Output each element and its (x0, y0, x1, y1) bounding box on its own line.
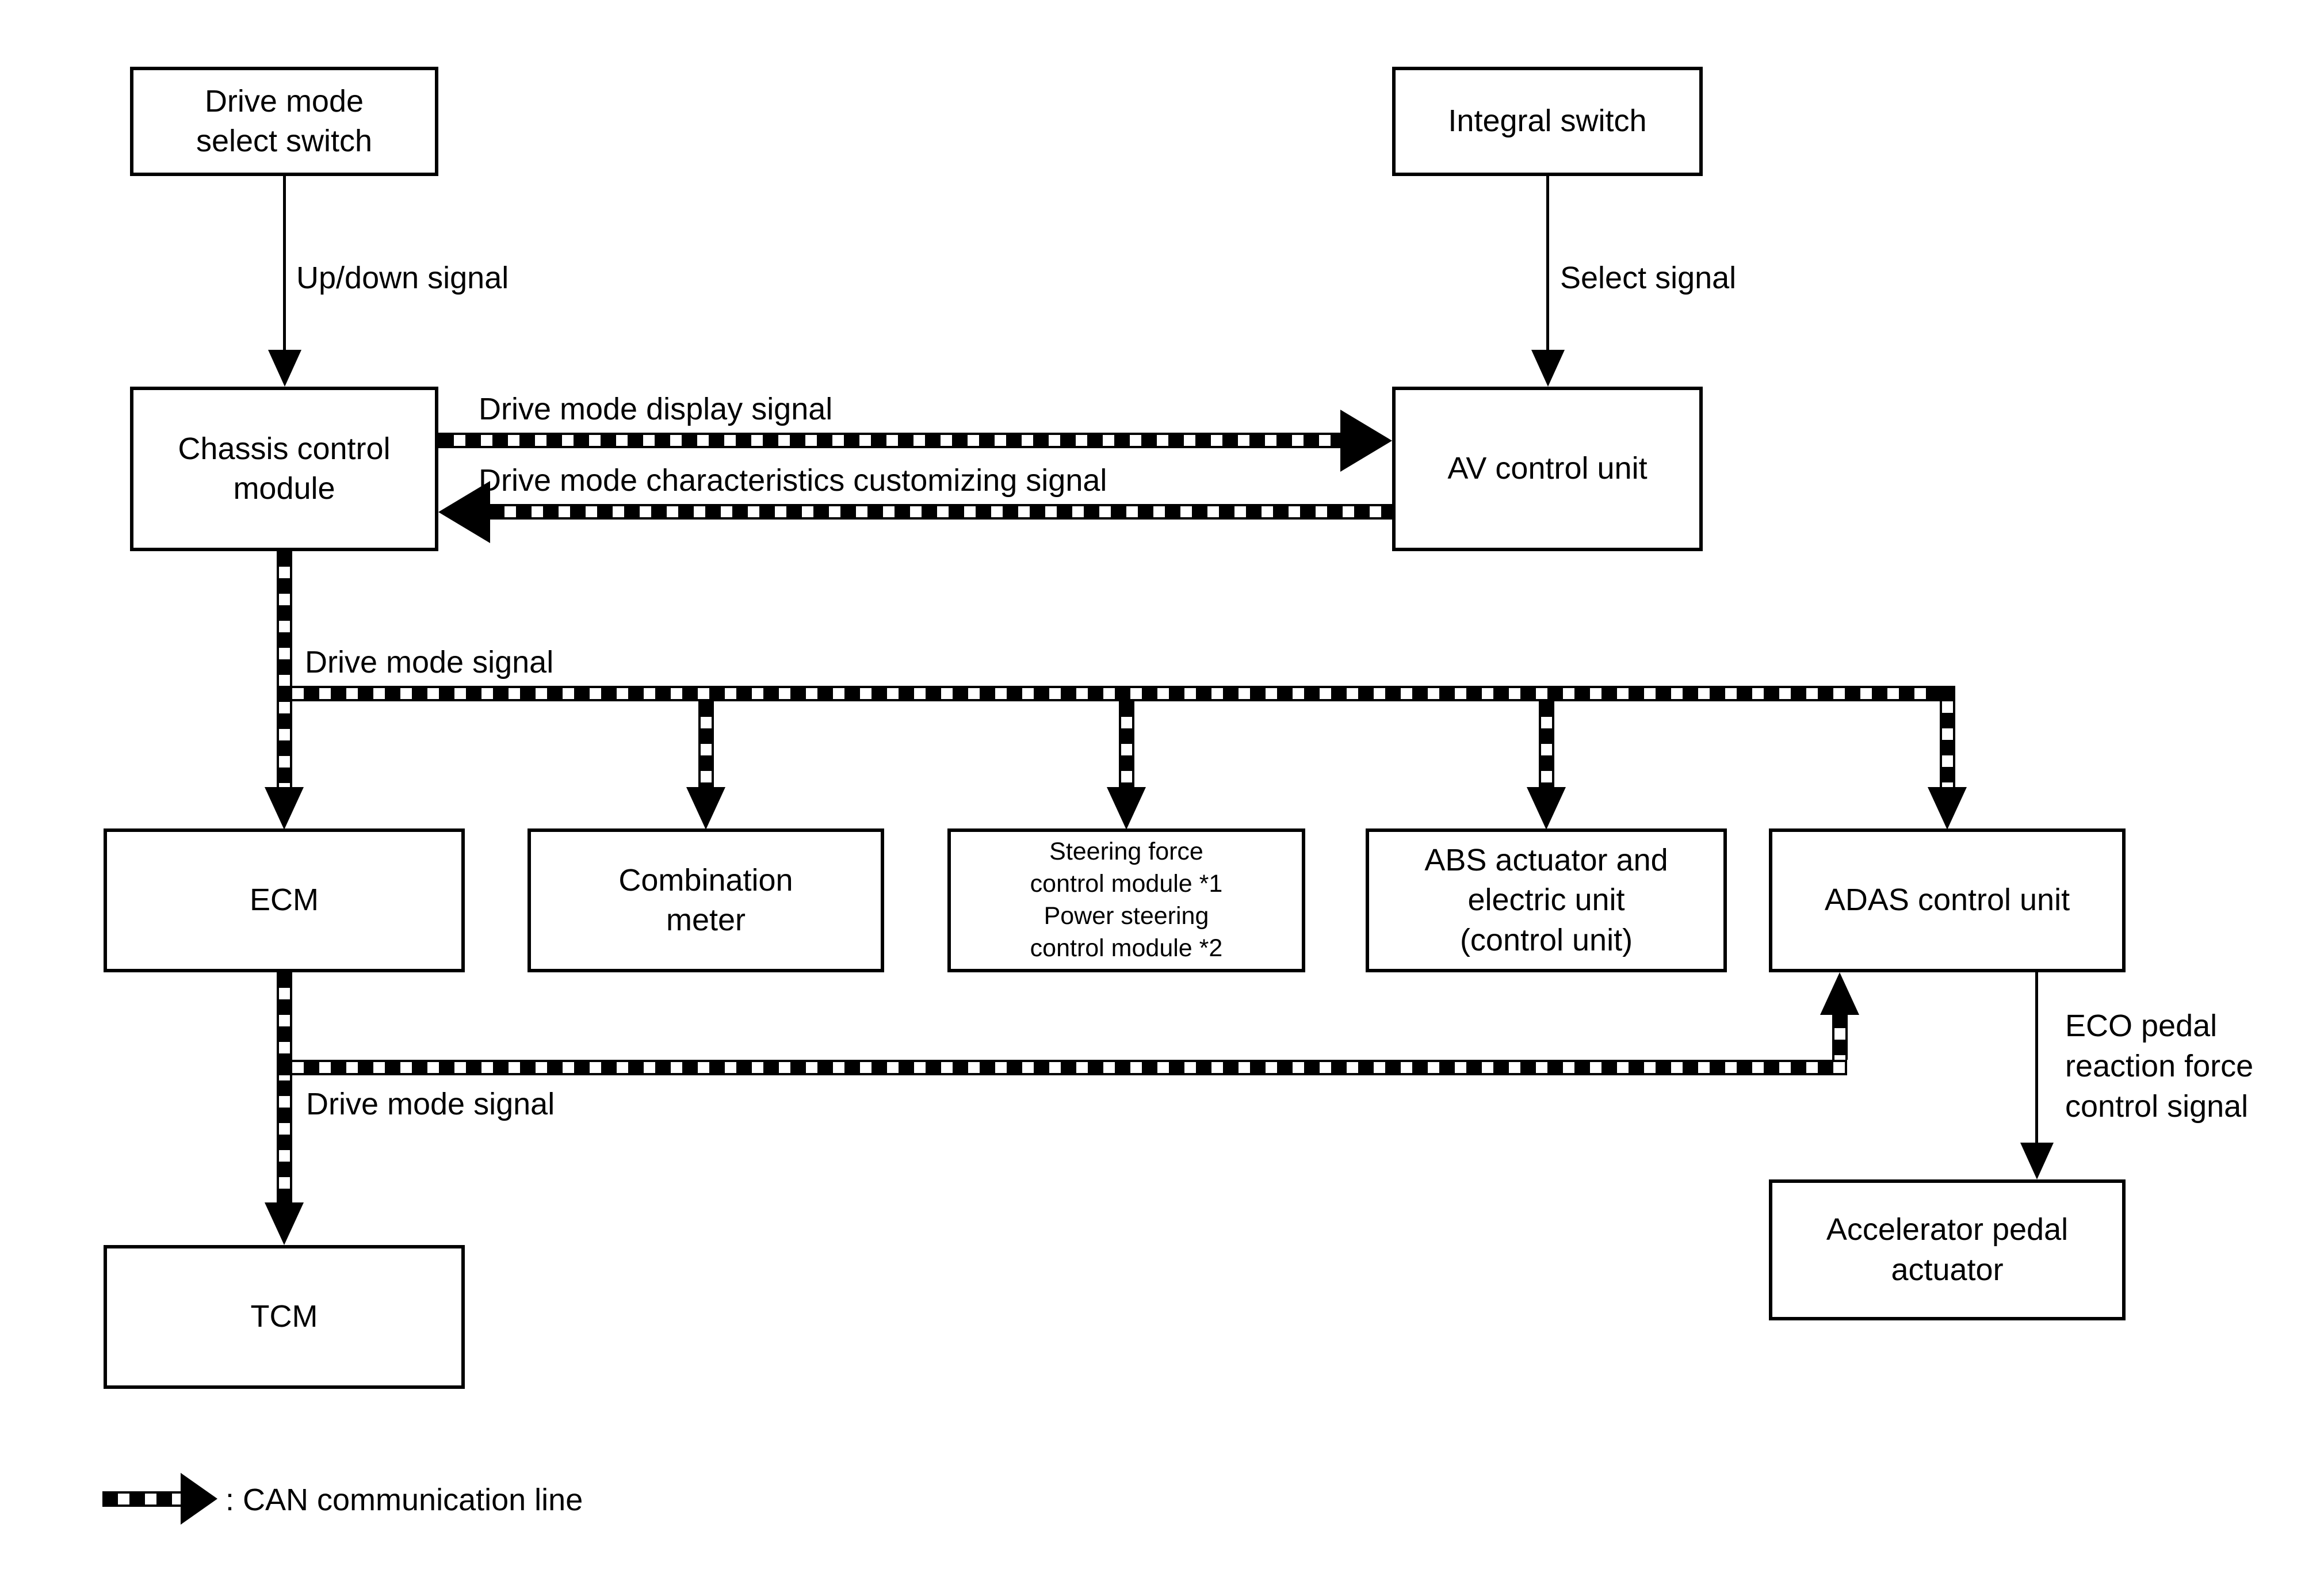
box-chassis-control-module: Chassis control module (130, 387, 438, 551)
can-line-ecm-to-tcm (277, 972, 292, 1204)
arrowhead-down-icon (1107, 787, 1146, 830)
arrowhead-down-icon (2020, 1143, 2054, 1179)
can-line-drive-mode-bus (277, 686, 1955, 701)
eco-pedal-signal-line (2035, 972, 2038, 1143)
arrowhead-down-icon (268, 350, 301, 387)
legend-can-communication-label: : CAN communication line (225, 1483, 583, 1517)
box-accelerator-pedal-actuator: Accelerator pedal actuator (1769, 1179, 2126, 1320)
label-up-down-signal: Up/down signal (296, 261, 509, 295)
legend-arrowhead-right-icon (181, 1473, 217, 1525)
can-line-customizing-signal (489, 504, 1392, 520)
label-drive-mode-signal-bus1: Drive mode signal (305, 645, 554, 679)
box-adas-control-unit: ADAS control unit (1769, 828, 2126, 972)
label-drive-mode-display-signal: Drive mode display signal (479, 392, 833, 426)
arrowhead-left-icon (438, 481, 490, 543)
box-ecm: ECM (104, 828, 465, 972)
can-branch-steering (1119, 701, 1134, 788)
box-drive-mode-select-switch: Drive mode select switch (130, 67, 438, 176)
arrowhead-down-icon (1928, 787, 1967, 830)
arrowhead-down-icon (265, 787, 304, 830)
can-branch-up-adas (1832, 1013, 1848, 1060)
label-select-signal: Select signal (1560, 261, 1737, 295)
box-tcm: TCM (104, 1245, 465, 1389)
arrowhead-down-icon (265, 1202, 304, 1245)
box-combination-meter: Combination meter (528, 828, 884, 972)
box-steering-force-control-module: Steering force control module *1 Power s… (947, 828, 1305, 972)
select-signal-line (1546, 176, 1549, 350)
box-abs-actuator: ABS actuator and electric unit (control … (1366, 828, 1727, 972)
can-line-chassis-to-ecm (277, 551, 292, 788)
legend-can-line-sample (102, 1491, 182, 1507)
arrowhead-down-icon (1527, 787, 1566, 830)
arrowhead-down-icon (1531, 350, 1565, 387)
can-branch-abs (1539, 701, 1554, 788)
box-integral-switch: Integral switch (1392, 67, 1703, 176)
label-eco-pedal-signal: ECO pedal reaction force control signal (2065, 1009, 2254, 1124)
can-branch-adas (1940, 686, 1955, 788)
box-av-control-unit: AV control unit (1392, 387, 1703, 551)
arrowhead-up-icon (1820, 972, 1859, 1015)
up-down-signal-line (283, 176, 286, 350)
label-drive-mode-signal-bus2: Drive mode signal (306, 1087, 555, 1121)
arrowhead-down-icon (686, 787, 725, 830)
can-branch-combination-meter (698, 701, 714, 788)
arrowhead-right-icon (1340, 410, 1392, 472)
can-line-drive-mode-bus2 (277, 1060, 1847, 1075)
can-line-display-signal (438, 433, 1343, 448)
label-drive-mode-customizing-signal: Drive mode characteristics customizing s… (479, 463, 1107, 498)
